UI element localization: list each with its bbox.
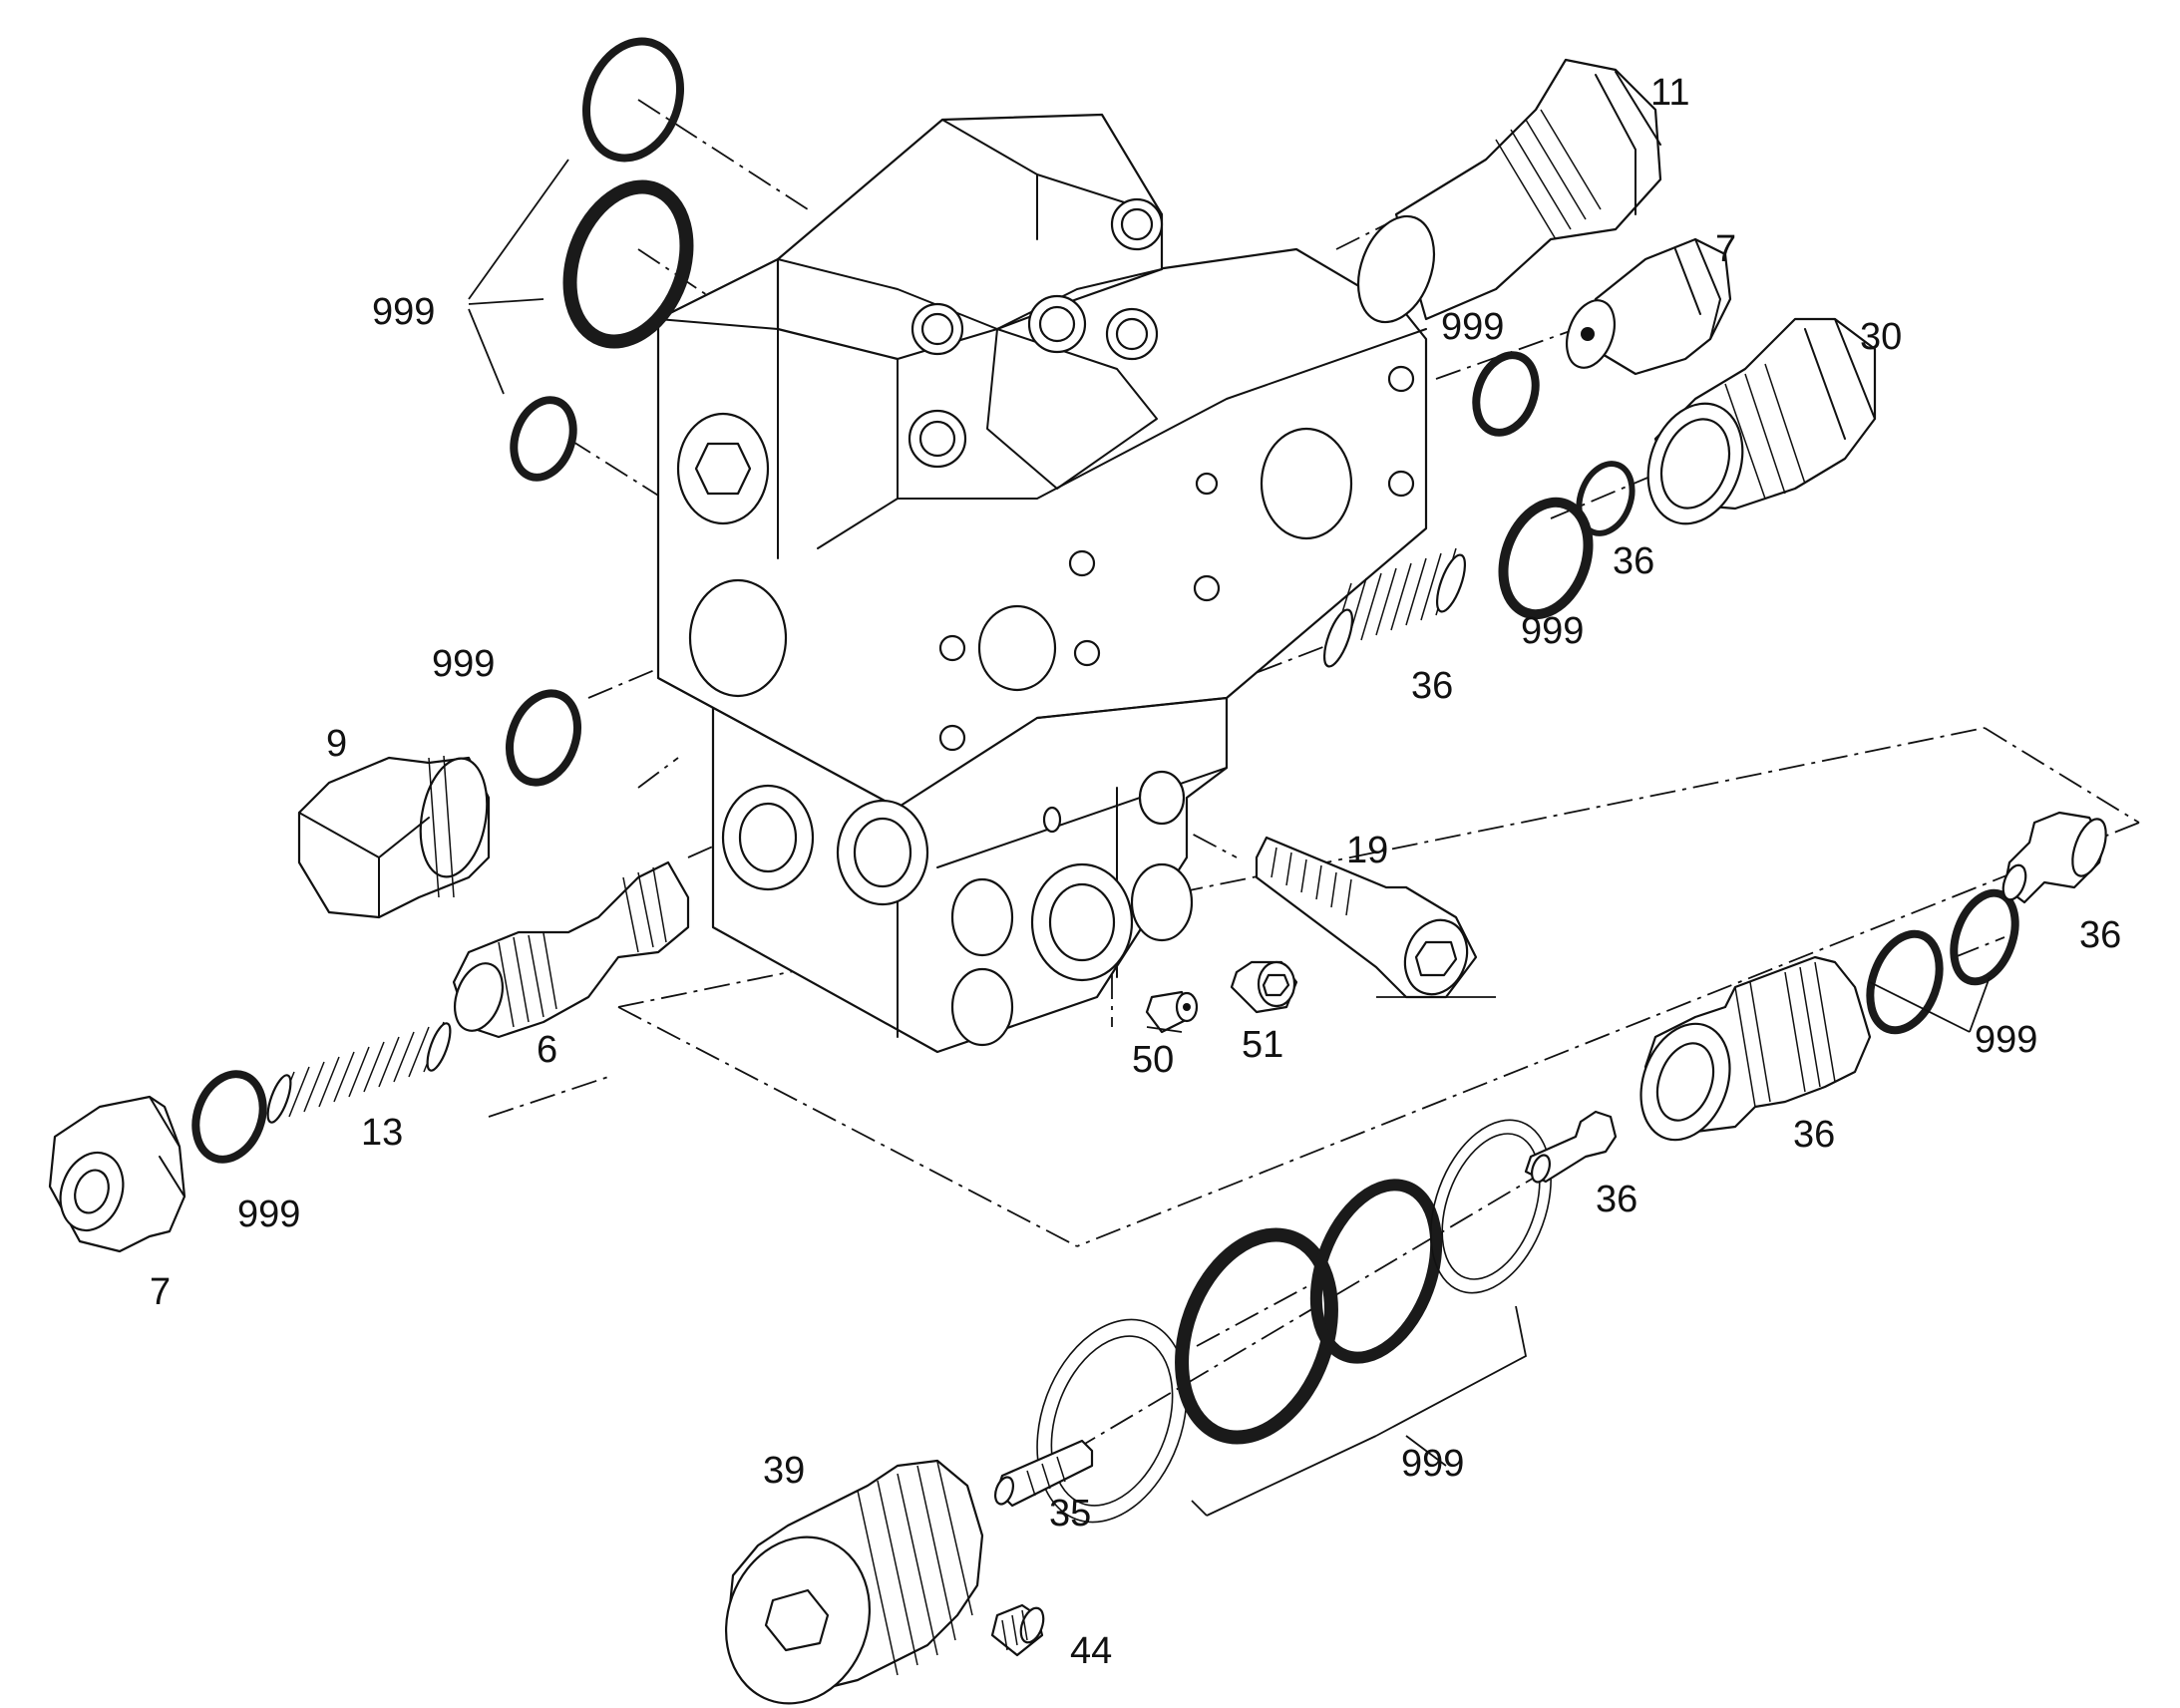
label-999-top-group: 999 [372,291,435,333]
part-36-cartridge [1639,955,1872,1142]
o-ring-999-far-right-2 [1950,888,2019,986]
label-30: 30 [1860,316,1902,358]
label-36-far-right: 36 [2079,914,2121,956]
o-ring-999-far-right-1 [1866,929,1944,1035]
part-39-cartridge [724,1459,984,1705]
o-ring-999-bottom-3 [1309,1179,1443,1364]
part-13-spring [266,1021,452,1124]
callout-lines [468,159,1991,1517]
part-labels: 11 7 30 999 999 36 999 36 999 9 19 36 99… [150,72,2121,1672]
o-ring-999-bottom-1 [1036,1318,1188,1524]
part-7-top-fitting [1566,237,1732,376]
part-35-pin [993,1439,1094,1508]
label-13: 13 [361,1112,403,1154]
o-ring-999-left-mid [506,689,581,787]
label-6: 6 [537,1029,557,1071]
part-7-left-fitting [48,1095,186,1253]
label-50: 50 [1132,1039,1174,1081]
label-999-lower-left: 999 [237,1194,300,1235]
label-999-bottom-group: 999 [1401,1443,1464,1485]
part-36-spring [1322,547,1467,668]
label-999-right-mid: 999 [1521,610,1584,652]
label-51: 51 [1242,1024,1283,1066]
label-36-cartridge: 36 [1793,1114,1835,1156]
part-30-plug [1646,317,1877,525]
o-ring-999-lower-left [191,1070,267,1164]
label-999-right-top: 999 [1441,306,1504,348]
part-44-set-screw [990,1603,1045,1657]
label-7-left: 7 [150,1271,171,1313]
part-19-bolt [1255,836,1478,999]
o-ring-999-top-3 [510,396,577,482]
label-999-lower-right: 999 [1975,1019,2037,1061]
o-ring-999-bottom-4 [1430,1119,1552,1294]
o-ring-999-top-1 [581,37,685,163]
part-6-spool [452,860,690,1039]
part-36-far-right-pin [2001,811,2107,904]
o-ring-999-right-top [1472,351,1540,437]
label-11: 11 [1650,72,1689,114]
o-ring-999-bottom-2 [1175,1227,1338,1445]
label-999-left-mid: 999 [432,643,495,685]
valve-housing [656,113,1428,1054]
part-36-small-pin [1524,1110,1618,1184]
part-51-plug [1230,960,1298,1014]
label-35: 35 [1049,1493,1091,1535]
part-11-cartridge [1357,58,1662,324]
label-36-pin: 36 [1596,1179,1637,1220]
label-44: 44 [1070,1630,1112,1672]
o-ring-36-right [1576,461,1635,536]
part-9-plug [297,755,491,919]
o-rings [191,37,2019,1524]
label-36-right-ring: 36 [1613,540,1654,582]
label-19: 19 [1346,830,1388,871]
o-ring-999-right-mid [1498,497,1594,620]
label-39: 39 [763,1450,805,1492]
o-ring-999-top-2 [562,179,694,349]
part-50-plug [1145,990,1199,1034]
label-7-top: 7 [1715,228,1736,270]
label-9: 9 [326,723,347,765]
label-36-spring: 36 [1411,665,1453,707]
